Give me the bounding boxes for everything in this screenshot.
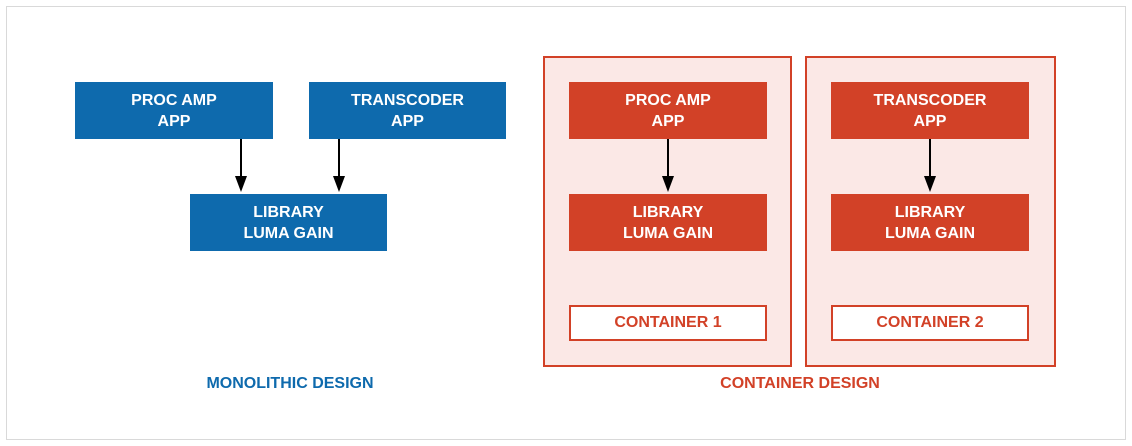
library-luma-gain-box: LIBRARY LUMA GAIN (190, 194, 387, 251)
container-1-proc-amp-app-box: PROC AMP APP (569, 82, 767, 139)
monolithic-design-caption: MONOLITHIC DESIGN (206, 375, 374, 392)
arrow-transcoder-to-library (333, 139, 345, 192)
proc-amp-app-box: PROC AMP APP (75, 82, 273, 139)
transcoder-app-line2: APP (391, 112, 424, 130)
diagram-frame (6, 6, 1126, 440)
container-2-library-line2: LUMA GAIN (884, 224, 976, 242)
container-1-app-line2: APP (651, 112, 685, 130)
arrow-proc-amp-to-library (235, 139, 247, 192)
container-2-label: CONTAINER 2 (831, 305, 1029, 341)
arrow-container-2-app-to-library (924, 139, 936, 192)
transcoder-app-line1: TRANSCODER (351, 91, 464, 109)
proc-amp-app-line2: APP (157, 112, 191, 130)
proc-amp-app-line1: PROC AMP (131, 91, 217, 109)
arrow-container-1-app-to-library (662, 139, 674, 192)
container-2-library-box: LIBRARY LUMA GAIN (831, 194, 1029, 251)
container-1-library-line1: LIBRARY (632, 203, 704, 221)
library-line1: LIBRARY (253, 203, 324, 221)
container-2-transcoder-app-box: TRANSCODER APP (831, 82, 1029, 139)
transcoder-app-box: TRANSCODER APP (309, 82, 506, 139)
container-2-app-line2: APP (913, 112, 947, 130)
container-2-app-line1: TRANSCODER (873, 91, 987, 109)
library-line2: LUMA GAIN (243, 224, 334, 242)
container-1-library-box: LIBRARY LUMA GAIN (569, 194, 767, 251)
container-1-label: CONTAINER 1 (569, 305, 767, 341)
container-1-library-line2: LUMA GAIN (622, 224, 714, 242)
container-design-caption: CONTAINER DESIGN (720, 375, 880, 392)
container-2-library-line1: LIBRARY (894, 203, 966, 221)
container-1-app-line1: PROC AMP (625, 91, 711, 109)
